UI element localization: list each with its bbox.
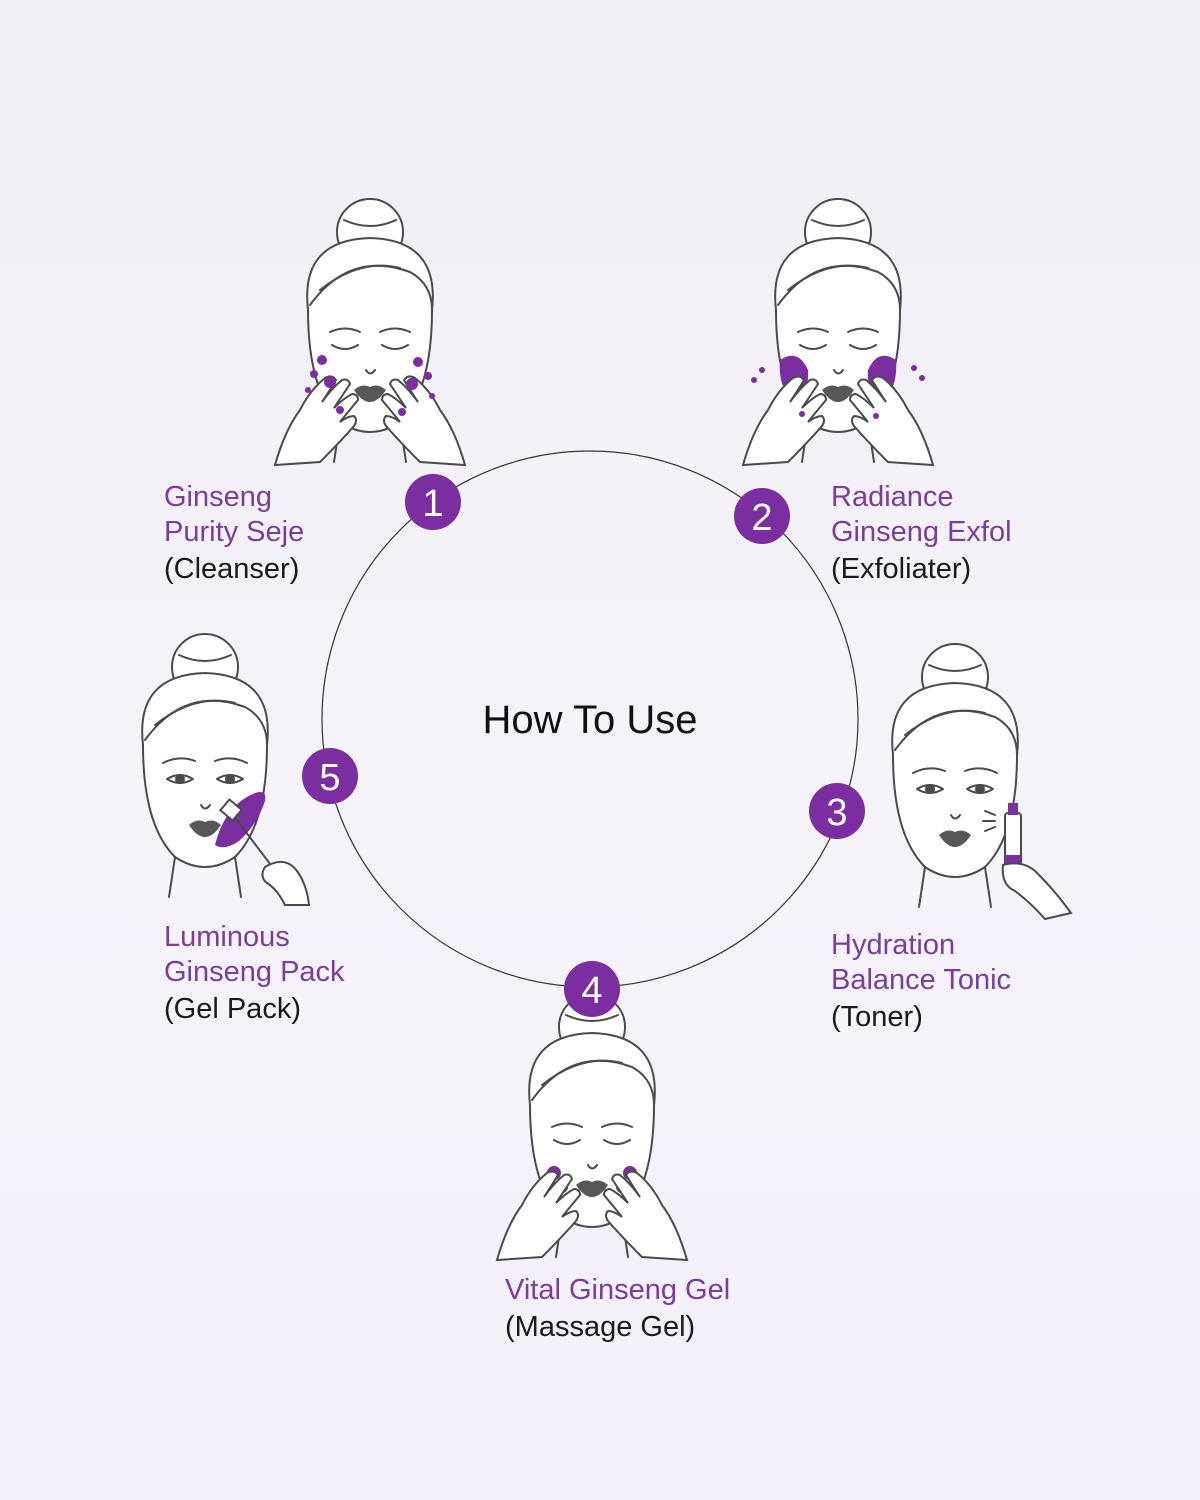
step-badge-5: 5 (302, 748, 358, 804)
face-gel-pack-brush-icon (141, 633, 311, 906)
product-name: Ginseng Exfol (831, 516, 1012, 548)
face-massage-hands-icon (496, 993, 688, 1261)
step-badge-1: 1 (405, 474, 461, 530)
product-name: Balance Tonic (831, 964, 1012, 996)
product-type: (Exfoliater) (831, 553, 972, 585)
product-type: (Massage Gel) (505, 1311, 696, 1343)
step-badge-3: 3 (809, 783, 865, 839)
step-label-2: Radiance Ginseng Exfol (Exfoliater) (831, 480, 1012, 587)
face-exfoliating-hands-icon (742, 198, 934, 466)
product-name: Ginseng (164, 481, 273, 513)
svg-text:1: 1 (422, 483, 443, 525)
product-type: (Cleanser) (164, 553, 300, 585)
face-toner-spray-icon (891, 643, 1073, 921)
svg-text:4: 4 (581, 970, 602, 1012)
product-type: (Gel Pack) (164, 993, 301, 1025)
product-name: Luminous (164, 921, 290, 953)
step-badge-4: 4 (564, 961, 620, 1017)
product-name: Ginseng Pack (164, 956, 345, 988)
product-name: Radiance (831, 481, 954, 513)
step-label-1: Ginseng Purity Seje (Cleanser) (164, 480, 304, 587)
product-type: (Toner) (831, 1001, 923, 1033)
step-badge-2: 2 (734, 488, 790, 544)
product-name: Vital Ginseng Gel (505, 1274, 731, 1306)
svg-text:5: 5 (319, 757, 340, 799)
step-label-3: Hydration Balance Tonic (Toner) (831, 928, 1011, 1035)
product-name: Hydration (831, 929, 956, 961)
svg-text:2: 2 (751, 497, 772, 539)
step-label-4: Vital Ginseng Gel (Massage Gel) (505, 1273, 730, 1345)
svg-text:3: 3 (826, 792, 847, 834)
page-title: How To Use (483, 698, 698, 742)
step-label-5: Luminous Ginseng Pack (Gel Pack) (164, 920, 345, 1027)
face-cleansing-hands-icon (274, 198, 466, 466)
product-name: Purity Seje (164, 516, 305, 548)
